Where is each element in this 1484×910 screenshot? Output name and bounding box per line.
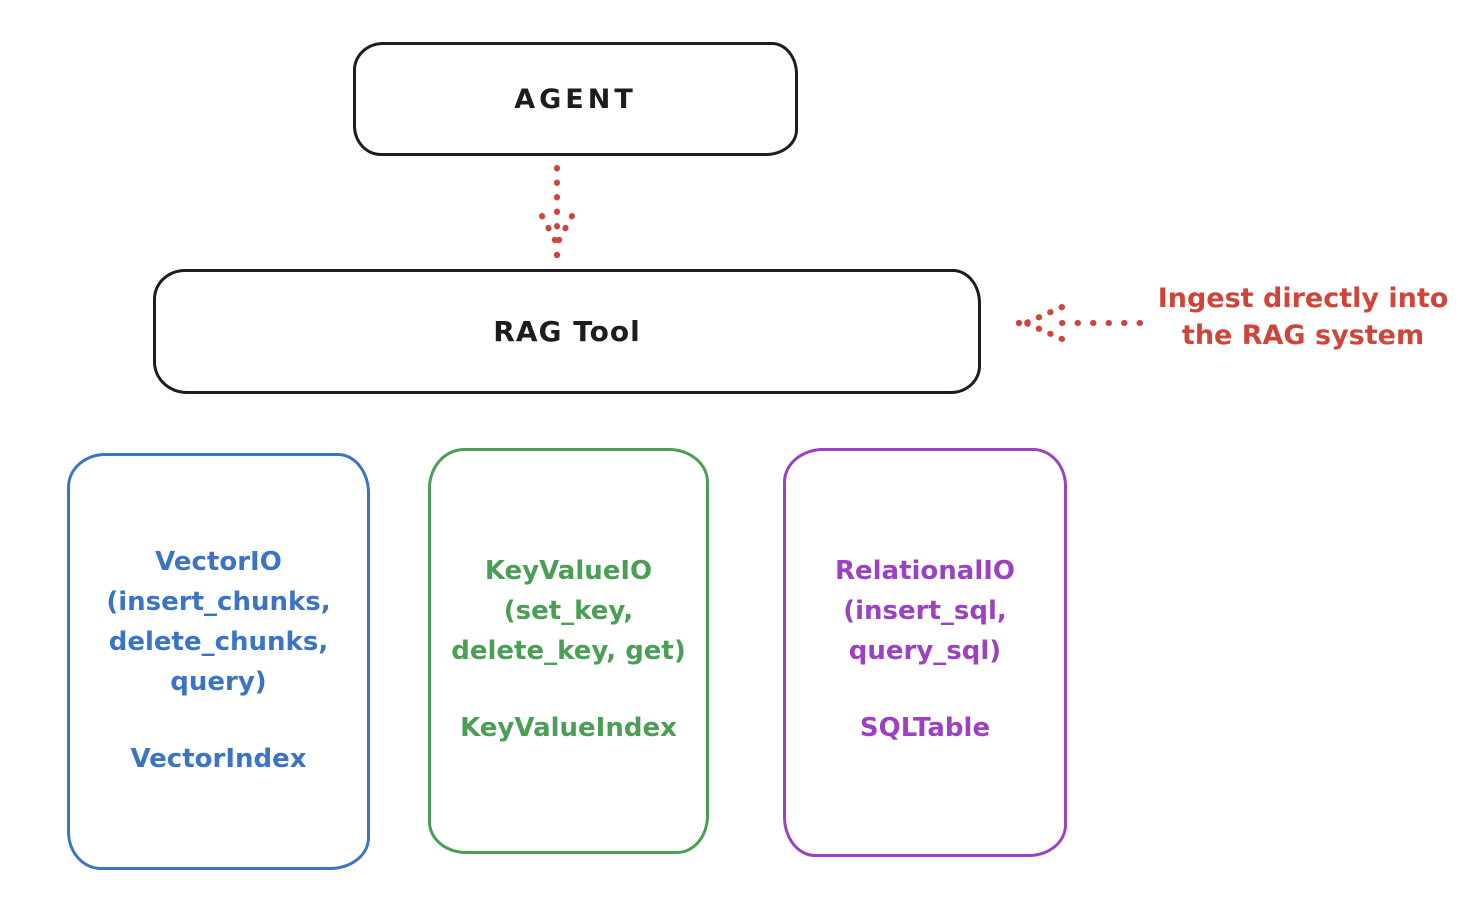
annotation-ingest-note: Ingest directly into the RAG system [1130,280,1476,354]
vector-io-index-label: VectorIndex [130,744,307,774]
vector-io-node: VectorIO (insert_chunks, delete_chunks, … [67,453,370,870]
relational-io-node: RelationalIO (insert_sql, query_sql) SQL… [783,448,1067,857]
vector-io-title-line: VectorIO [155,547,282,577]
agent-label: AGENT [514,83,637,115]
relational-io-title-line: RelationalIO [834,556,1016,586]
arrow-annotation-to-rag-tool-icon [1015,304,1143,342]
vector-io-title-line: query) [170,667,267,697]
keyvalue-io-title-line: KeyValueIO [484,556,653,586]
relational-io-title-line: (insert_sql, [843,596,1007,626]
annotation-line-1: Ingest directly into [1157,283,1449,314]
vector-io-title-line: (insert_chunks, [106,587,331,617]
arrow-agent-to-rag-tool-icon [539,165,575,259]
rag-tool-label: RAG Tool [493,315,641,348]
rag-tool-node: RAG Tool [153,269,981,394]
keyvalue-io-title-line: (set_key, [503,596,634,626]
relational-io-title-line: query_sql) [848,636,1002,666]
relational-io-table-label: SQLTable [859,713,991,743]
keyvalue-io-title-line: delete_key, get) [451,636,686,666]
keyvalue-io-node: KeyValueIO (set_key, delete_key, get) Ke… [428,448,709,854]
vector-io-title-line: delete_chunks, [108,627,329,657]
agent-node: AGENT [353,42,798,156]
annotation-line-2: the RAG system [1181,320,1425,351]
keyvalue-io-index-label: KeyValueIndex [460,713,677,743]
